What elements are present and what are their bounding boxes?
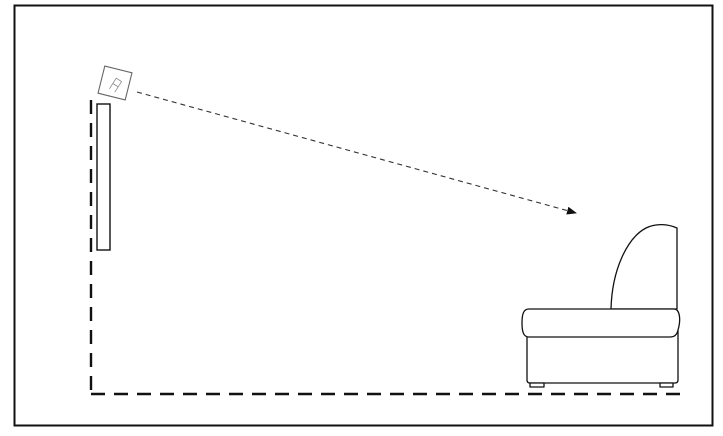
wall-screen bbox=[96, 103, 111, 251]
sightline-arrow bbox=[136, 91, 577, 215]
outer-frame bbox=[13, 4, 714, 427]
armchair-icon bbox=[521, 223, 681, 388]
camera-sensor-icon bbox=[97, 65, 133, 101]
